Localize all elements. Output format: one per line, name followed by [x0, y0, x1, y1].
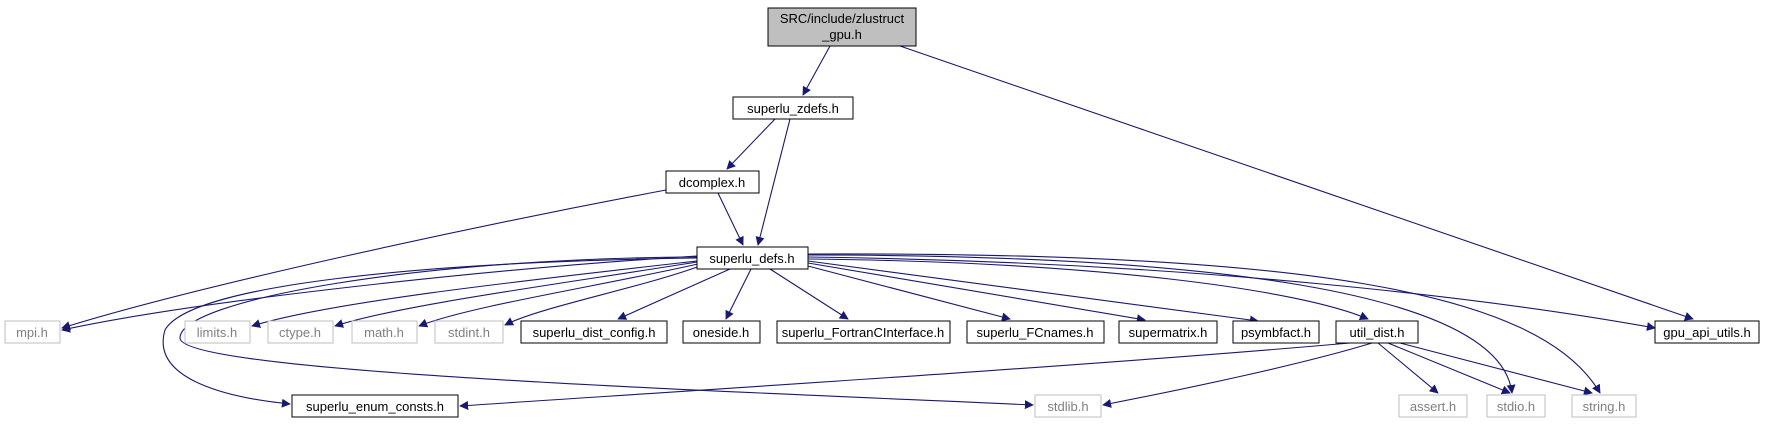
- node-string[interactable]: string.h: [1571, 394, 1637, 418]
- node-psymbfact-label: psymbfact.h: [1241, 325, 1311, 340]
- node-limits[interactable]: limits.h: [184, 320, 251, 344]
- node-ctype-label: ctype.h: [279, 325, 321, 340]
- node-superlu-fortran-c-interface-label: superlu_FortranCInterface.h: [782, 325, 945, 340]
- node-root-label-line2: _gpu.h: [821, 27, 862, 42]
- node-oneside-label: oneside.h: [693, 325, 749, 340]
- edge-defs-to-string: [807, 253, 1601, 394]
- node-root[interactable]: SRC/include/zlustruct _gpu.h: [767, 7, 917, 47]
- node-stdint-label: stdint.h: [448, 325, 490, 340]
- edge-dcomplex-to-defs: [717, 192, 744, 246]
- node-superlu-fortran-c-interface[interactable]: superlu_FortranCInterface.h: [776, 320, 951, 344]
- node-superlu-defs[interactable]: superlu_defs.h: [696, 246, 809, 270]
- edge-defs-to-supermatrix: [807, 262, 1146, 324]
- node-gpu-api-utils-label: gpu_api_utils.h: [1663, 325, 1750, 340]
- edge-defs-to-stdlib: [179, 256, 1034, 410]
- node-superlu-fcnames-label: superlu_FCnames.h: [976, 325, 1093, 340]
- edge-defs-to-stdio: [807, 254, 1516, 394]
- edge-defs-to-utildist: [807, 258, 1369, 320]
- node-ctype[interactable]: ctype.h: [267, 320, 334, 344]
- edge-defs-to-fortran: [769, 268, 849, 320]
- node-root-label-line1: SRC/include/zlustruct: [780, 11, 905, 26]
- node-mpi[interactable]: mpi.h: [4, 320, 61, 344]
- node-util-dist-label: util_dist.h: [1350, 325, 1405, 340]
- node-stdio[interactable]: stdio.h: [1486, 394, 1546, 418]
- edge-layer: [61, 45, 1694, 410]
- edge-defs-to-distconfig: [617, 268, 731, 320]
- node-superlu-enum-consts-label: superlu_enum_consts.h: [306, 399, 444, 414]
- node-assert-label: assert.h: [1410, 399, 1456, 414]
- node-math[interactable]: math.h: [351, 320, 418, 344]
- edge-zdefs-to-dcomplex: [726, 118, 776, 170]
- node-superlu-zdefs-label: superlu_zdefs.h: [747, 101, 839, 116]
- node-oneside[interactable]: oneside.h: [682, 320, 761, 344]
- edge-utildist-to-stdio: [1387, 342, 1511, 395]
- node-util-dist[interactable]: util_dist.h: [1335, 320, 1419, 344]
- node-assert[interactable]: assert.h: [1398, 394, 1468, 418]
- edge-utildist-to-string: [1399, 342, 1593, 396]
- node-supermatrix[interactable]: supermatrix.h: [1118, 320, 1218, 344]
- node-superlu-zdefs[interactable]: superlu_zdefs.h: [732, 96, 854, 120]
- edge-root-to-zdefs: [802, 45, 831, 96]
- node-limits-label: limits.h: [197, 325, 237, 340]
- edge-utildist-to-stdlib: [1102, 342, 1373, 408]
- edge-dcomplex-to-mpi: [61, 189, 667, 330]
- node-layer: SRC/include/zlustruct _gpu.h superlu_zde…: [4, 7, 1760, 418]
- edge-defs-to-fcnames: [807, 265, 1011, 322]
- node-dcomplex-label: dcomplex.h: [679, 175, 745, 190]
- edge-defs-to-limits: [251, 260, 698, 328]
- node-string-label: string.h: [1583, 399, 1626, 414]
- edge-defs-to-gpuapi: [807, 256, 1656, 331]
- edge-defs-to-oneside: [725, 268, 752, 320]
- node-superlu-dist-config[interactable]: superlu_dist_config.h: [520, 320, 668, 344]
- node-superlu-dist-config-label: superlu_dist_config.h: [533, 325, 656, 340]
- node-superlu-enum-consts[interactable]: superlu_enum_consts.h: [291, 394, 459, 418]
- node-superlu-fcnames[interactable]: superlu_FCnames.h: [966, 320, 1105, 344]
- node-psymbfact[interactable]: psymbfact.h: [1232, 320, 1320, 344]
- node-gpu-api-utils[interactable]: gpu_api_utils.h: [1654, 320, 1760, 344]
- edge-utildist-to-enumconsts: [459, 342, 1351, 410]
- node-supermatrix-label: supermatrix.h: [1129, 325, 1208, 340]
- edge-defs-to-mpi: [61, 255, 698, 333]
- node-dcomplex[interactable]: dcomplex.h: [665, 170, 760, 194]
- node-stdint[interactable]: stdint.h: [434, 320, 504, 344]
- node-stdio-label: stdio.h: [1497, 399, 1535, 414]
- edge-defs-to-ctype: [334, 261, 698, 328]
- edge-defs-to-stdint: [504, 265, 701, 326]
- edge-defs-to-math: [418, 263, 699, 328]
- edge-defs-to-psymbfact: [807, 260, 1259, 325]
- node-stdlib-label: stdlib.h: [1047, 399, 1088, 414]
- edge-zdefs-to-defs: [755, 118, 791, 246]
- node-mpi-label: mpi.h: [16, 325, 48, 340]
- node-superlu-defs-label: superlu_defs.h: [709, 251, 794, 266]
- edge-utildist-to-assert: [1377, 342, 1439, 394]
- node-math-label: math.h: [364, 325, 404, 340]
- edge-root-to-gpuapi: [899, 45, 1694, 321]
- node-stdlib[interactable]: stdlib.h: [1034, 394, 1102, 418]
